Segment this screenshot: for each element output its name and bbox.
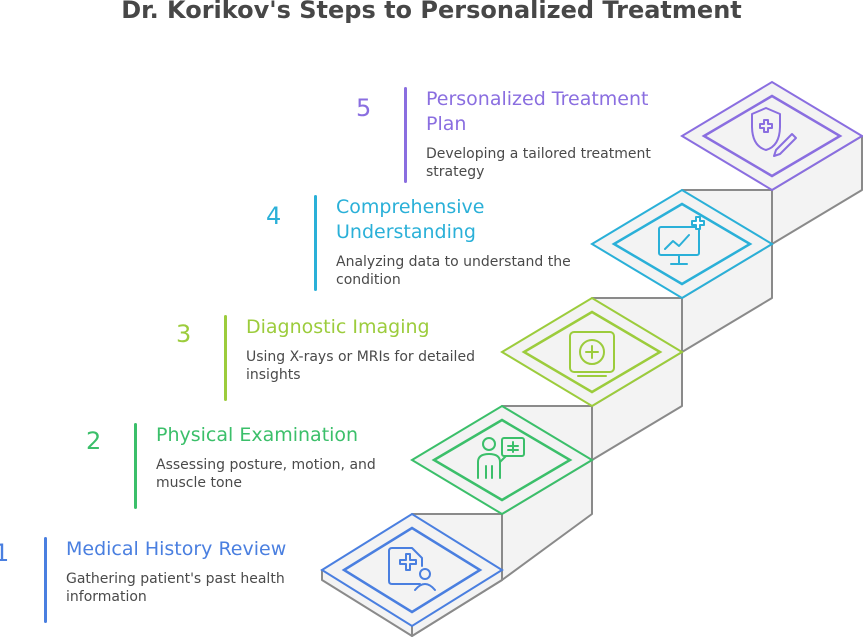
step-heading-2: Physical Examination — [156, 424, 359, 446]
step-text-3: Diagnostic Imaging Using X-rays or MRIs … — [246, 315, 506, 384]
step-heading-4: Comprehensive Understanding — [336, 196, 485, 243]
medical-file-user-icon — [388, 547, 436, 591]
step-divider-4 — [314, 195, 317, 291]
step-description-4: Analyzing data to understand the conditi… — [336, 254, 571, 288]
step-heading-5: Personalized Treatment Plan — [426, 88, 649, 135]
step-number-5: 5 — [356, 94, 372, 122]
step-divider-5 — [404, 87, 407, 183]
doctor-xray-board-icon — [477, 437, 525, 479]
step-text-5: Personalized Treatment Plan Developing a… — [426, 87, 686, 181]
mri-scanner-icon — [569, 331, 615, 377]
step-description-2: Assessing posture, motion, and muscle to… — [156, 457, 376, 491]
step-description-1: Gathering patient's past health informat… — [66, 571, 285, 605]
step-description-5: Developing a tailored treatment strategy — [426, 146, 651, 180]
step-number-3: 3 — [176, 320, 192, 348]
step-text-1: Medical History Review Gathering patient… — [66, 537, 326, 606]
diagram-title: Dr. Korikov's Steps to Personalized Trea… — [121, 0, 742, 24]
step-heading-1: Medical History Review — [66, 538, 287, 560]
step-number-2: 2 — [86, 427, 102, 455]
step-number-1: 1 — [0, 539, 10, 567]
step-divider-3 — [224, 315, 227, 401]
monitor-chart-plus-icon — [658, 216, 705, 265]
step-platform-1 — [320, 512, 504, 628]
step-text-4: Comprehensive Understanding Analyzing da… — [336, 195, 596, 289]
step-platform-5 — [680, 80, 863, 192]
step-text-2: Physical Examination Assessing posture, … — [156, 423, 416, 492]
shield-cross-pen-icon — [751, 107, 797, 157]
step-description-3: Using X-rays or MRIs for detailed insigh… — [246, 349, 475, 383]
step-number-4: 4 — [266, 202, 282, 230]
step-divider-1 — [44, 537, 47, 623]
step-heading-3: Diagnostic Imaging — [246, 316, 430, 338]
step-divider-2 — [134, 423, 137, 509]
